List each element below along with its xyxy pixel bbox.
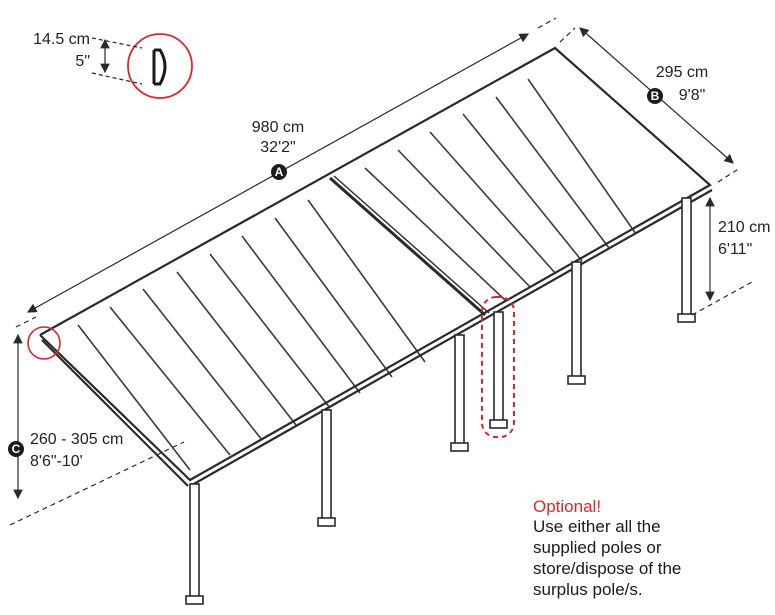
front-height-metric: 210 cm bbox=[718, 219, 770, 236]
gutter-height-imperial: 5" bbox=[75, 53, 90, 70]
note-line-1: Use either all the bbox=[533, 517, 661, 536]
depth-b-metric: 295 cm bbox=[656, 64, 708, 81]
front-height-imperial: 6'11" bbox=[718, 241, 752, 258]
wall-height-c-metric: 260 - 305 cm bbox=[30, 431, 123, 448]
gutter-detail-circle bbox=[127, 33, 193, 99]
gutter-profile-icon bbox=[152, 48, 167, 86]
badge-a bbox=[271, 164, 287, 180]
dimension-lines bbox=[9, 17, 753, 526]
note-line-3: store/dispose of the bbox=[533, 559, 681, 578]
badge-b-letter: B bbox=[651, 89, 660, 103]
roof-frame bbox=[39, 46, 713, 487]
badge-c bbox=[8, 441, 24, 457]
note-line-2: supplied poles or bbox=[533, 538, 662, 557]
badge-c-letter: C bbox=[12, 442, 21, 456]
length-a-imperial: 32'2" bbox=[260, 139, 295, 156]
length-a-metric: 980 cm bbox=[252, 119, 304, 136]
wall-height-c-imperial: 8'6"-10' bbox=[30, 453, 83, 470]
badge-a-letter: A bbox=[275, 165, 284, 179]
badge-b bbox=[647, 88, 663, 104]
support-poles bbox=[185, 197, 696, 605]
note-title: Optional! bbox=[533, 497, 601, 516]
depth-b-imperial: 9'8" bbox=[679, 87, 706, 104]
note-line-4: surplus pole/s. bbox=[533, 580, 643, 599]
gutter-height-metric: 14.5 cm bbox=[33, 31, 90, 48]
corner-detail-circle bbox=[27, 326, 61, 360]
